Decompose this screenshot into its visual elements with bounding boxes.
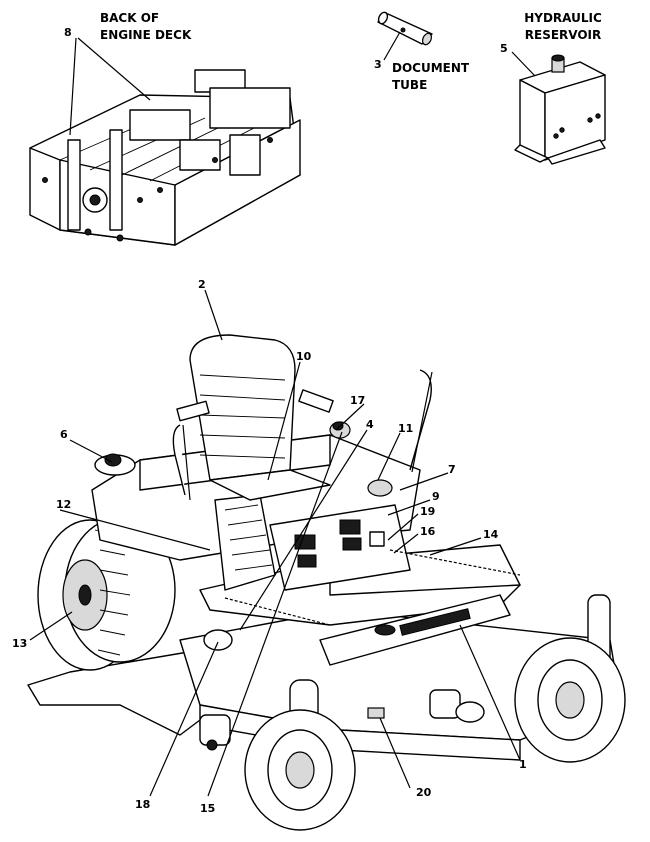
callout-15: 15 (200, 802, 215, 815)
callout-20: 20 (416, 786, 432, 799)
document-tube-icon (377, 11, 433, 46)
callout-13: 13 (12, 637, 27, 650)
leader-lines (29, 289, 521, 797)
callout-7: 7 (448, 463, 456, 476)
callout-1: 1 (519, 758, 527, 771)
engine-deck-icon (29, 69, 301, 246)
callout-14: 14 (483, 528, 499, 541)
callout-19: 19 (420, 505, 435, 518)
callout-3: 3 (374, 58, 382, 71)
callout-5: 5 (500, 42, 508, 55)
callout-9: 9 (432, 490, 440, 503)
callout-4: 4 (366, 418, 374, 431)
mower-icon (27, 334, 626, 831)
callout-8: 8 (64, 26, 72, 39)
callout-16: 16 (420, 525, 436, 538)
callout-18: 18 (135, 798, 150, 811)
callout-6: 6 (60, 428, 68, 441)
callout-10: 10 (296, 350, 312, 363)
callout-11: 11 (398, 422, 413, 435)
callout-12: 12 (56, 498, 71, 511)
callout-17: 17 (350, 394, 365, 407)
callout-2: 2 (198, 278, 206, 291)
hydraulic-reservoir-icon (514, 54, 606, 165)
